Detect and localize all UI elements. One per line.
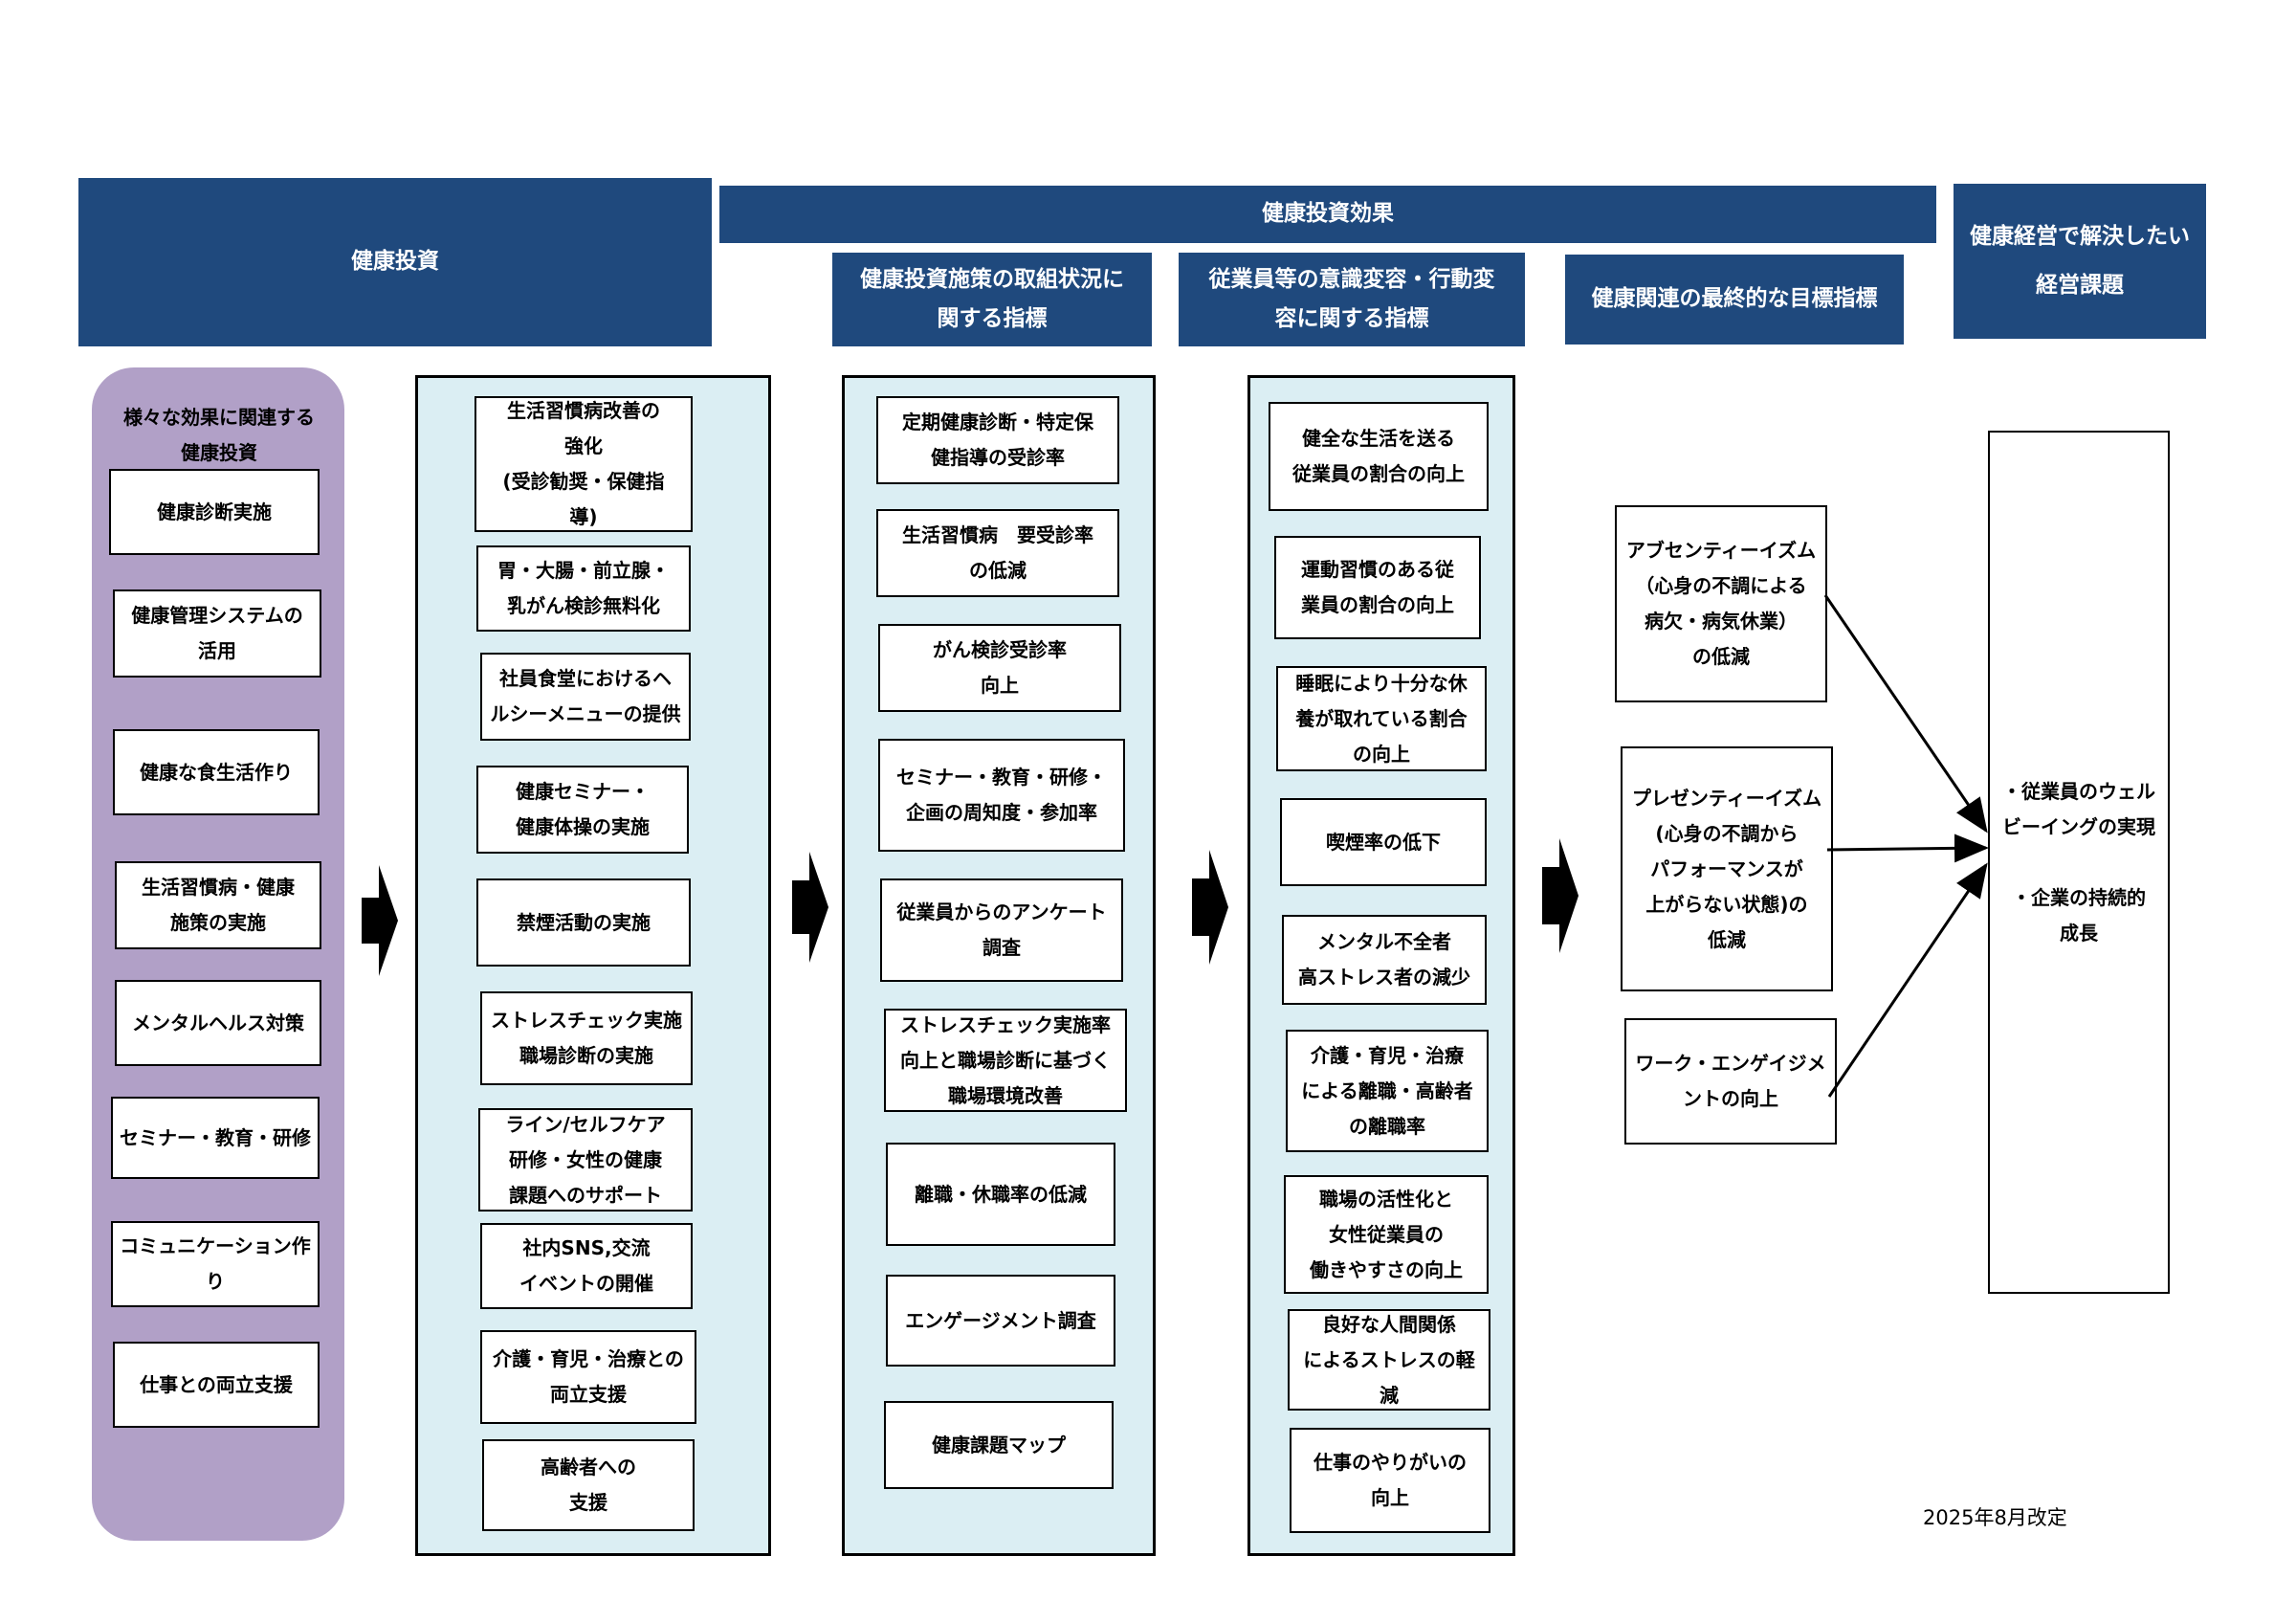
activity-indicator-item: セミナー・教育・研修・ 企画の周知度・参加率 <box>878 739 1125 852</box>
right-arrow-icon <box>792 852 828 963</box>
activity-indicator-item: 離職・休職率の低減 <box>886 1143 1115 1246</box>
investment-measure-item: 胃・大腸・前立腺・ 乳がん検診無料化 <box>476 545 691 632</box>
investment-category-item: 健康な食生活作り <box>113 729 320 815</box>
activity-indicator-item: 健康課題マップ <box>884 1401 1114 1489</box>
header-investment: 健康投資 <box>78 178 712 346</box>
right-arrow-icon <box>1192 850 1228 965</box>
activity-indicator-item: 従業員からのアンケート 調査 <box>880 878 1123 982</box>
investment-measure-item: ライン/セルフケア 研修・女性の健康 課題へのサポート <box>478 1108 693 1212</box>
connector-line <box>1826 834 1989 863</box>
awareness-indicator-item: 良好な人間関係 によるストレスの軽 減 <box>1288 1309 1490 1411</box>
final-indicator-item: アブセンティーイズム （心身の不調による 病欠・病気休業） の低減 <box>1615 505 1827 702</box>
awareness-indicator-item: 仕事のやりがいの 向上 <box>1290 1428 1490 1533</box>
awareness-indicator-item: メンタル不全者 高ストレス者の減少 <box>1282 915 1487 1005</box>
management-goal-box: ・従業員のウェル ビーイングの実現 ・企業の持続的 成長 <box>1988 431 2170 1294</box>
activity-indicator-item: エンゲージメント調査 <box>886 1275 1115 1367</box>
header-effect: 健康投資効果 <box>719 186 1936 243</box>
investment-category-item: 仕事との両立支援 <box>113 1342 320 1428</box>
investment-measure-item: 高齢者への 支援 <box>482 1439 695 1531</box>
investment-measure-item: 禁煙活動の実施 <box>476 878 691 967</box>
investment-category-item: 健康管理システムの 活用 <box>113 589 321 678</box>
awareness-indicator-item: 介護・育児・治療 による離職・高齢者 の離職率 <box>1286 1030 1489 1152</box>
investment-measure-item: ストレスチェック実施 職場診断の実施 <box>480 991 693 1085</box>
header-indicators-awareness: 従業員等の意識変容・行動変 容に関する指標 <box>1179 253 1525 346</box>
final-indicator-item: プレゼンティーイズム (心身の不調から パフォーマンスが 上がらない状態)の 低… <box>1621 746 1833 991</box>
final-indicator-item: ワーク・エンゲイジメ ントの向上 <box>1624 1018 1837 1145</box>
investment-measure-item: 社員食堂におけるヘ ルシーメニューの提供 <box>480 653 691 741</box>
right-arrow-icon <box>362 865 398 976</box>
right-arrow-icon <box>1542 838 1578 953</box>
investment-measure-item: 介護・育児・治療との 両立支援 <box>480 1330 696 1424</box>
investment-category-item: メンタルヘルス対策 <box>115 980 321 1066</box>
investment-category-item: 生活習慣病・健康 施策の実施 <box>115 861 321 949</box>
revision-date: 2025年8月改定 <box>1923 1506 2067 1529</box>
investment-category-item: 健康診断実施 <box>109 469 320 555</box>
investment-category-item: コミュニケーション作り <box>111 1221 320 1307</box>
activity-indicator-item: 定期健康診断・特定保 健指導の受診率 <box>876 396 1119 484</box>
investment-measure-item: 健康セミナー・ 健康体操の実施 <box>476 766 689 854</box>
awareness-indicator-item: 運動習慣のある従 業員の割合の向上 <box>1274 536 1481 639</box>
awareness-indicator-item: 健全な生活を送る 従業員の割合の向上 <box>1269 402 1489 511</box>
investment-category-item: セミナー・教育・研修 <box>111 1097 320 1179</box>
investment-measure-item: 生活習慣病改善の 強化 (受診勧奨・保健指 導) <box>475 396 693 532</box>
awareness-indicator-item: 職場の活性化と 女性従業員の 働きやすさの向上 <box>1284 1175 1489 1294</box>
header-management-issue: 健康経営で解決したい 経営課題 <box>1954 184 2206 339</box>
header-indicators-activity: 健康投資施策の取組状況に 関する指標 <box>832 253 1152 346</box>
investment-category-label: 様々な効果に関連する 健康投資 <box>123 406 315 464</box>
awareness-indicator-item: 喫煙率の低下 <box>1280 798 1487 886</box>
header-indicators-final: 健康関連の最終的な目標指標 <box>1565 255 1904 345</box>
investment-measure-item: 社内SNS,交流 イベントの開催 <box>480 1223 693 1309</box>
awareness-indicator-item: 睡眠により十分な休 養が取れている割合 の向上 <box>1276 666 1487 771</box>
activity-indicator-item: がん検診受診率 向上 <box>878 624 1121 712</box>
connector-line <box>1827 862 1988 1098</box>
connector-line <box>1823 594 1988 834</box>
activity-indicator-item: 生活習慣病 要受診率 の低減 <box>876 509 1119 597</box>
activity-indicator-item: ストレスチェック実施率 向上と職場診断に基づく 職場環境改善 <box>884 1009 1127 1112</box>
